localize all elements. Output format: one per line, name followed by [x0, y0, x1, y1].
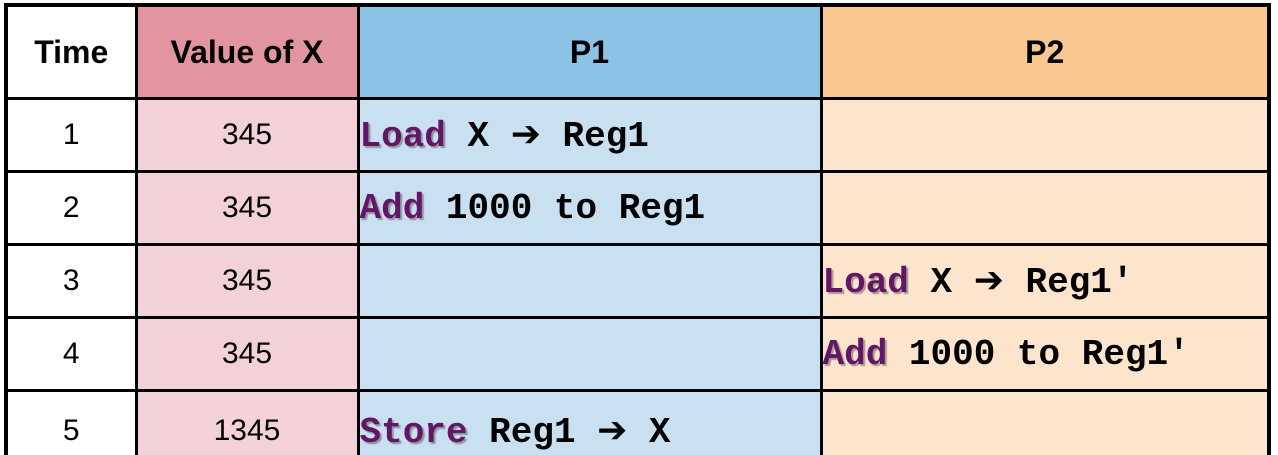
instruction-text: 1000 to Reg1: [424, 187, 706, 229]
p2-instruction-cell: Add 1000 to Reg1': [819, 316, 1271, 392]
p1-instruction-cell: [356, 316, 823, 392]
p2-instruction-cell: [819, 389, 1271, 455]
x-value-cell: 345: [134, 316, 360, 392]
value-of-x-header-cell: Value of X: [134, 3, 360, 100]
p2-instruction-cell: [819, 170, 1271, 246]
instruction-keyword: Load: [822, 261, 909, 303]
x-value-cell: 1345: [134, 389, 360, 455]
instruction-text: X ➔ Reg1': [908, 261, 1134, 303]
x-value-cell: 345: [134, 97, 360, 173]
p1-instruction-cell: [356, 243, 823, 319]
p1-header-cell: P1: [356, 3, 823, 100]
table-row: 1 345 Load X ➔ Reg1: [4, 97, 1271, 173]
instruction-keyword: Store: [359, 411, 468, 453]
table-row: 3 345 Load X ➔ Reg1': [4, 243, 1271, 319]
time-header-cell: Time: [4, 3, 138, 100]
p1-instruction-cell: Load X ➔ Reg1: [356, 97, 823, 173]
instruction-text: X ➔ Reg1: [445, 115, 649, 157]
x-value-cell: 345: [134, 243, 360, 319]
instruction-keyword: Add: [822, 333, 888, 375]
x-value-cell: 345: [134, 170, 360, 246]
instruction-text: Reg1 ➔ X: [467, 411, 671, 453]
time-cell: 5: [4, 389, 138, 455]
instruction-keyword: Load: [359, 115, 446, 157]
instruction-text: 1000 to Reg1': [887, 333, 1190, 375]
race-condition-table: Time Value of X P1 P2 1 345 Load X ➔ Reg…: [4, 3, 1271, 455]
table-row: 5 1345 Store Reg1 ➔ X: [4, 389, 1271, 455]
time-cell: 1: [4, 97, 138, 173]
p1-instruction-cell: Store Reg1 ➔ X: [356, 389, 823, 455]
p1-instruction-cell: Add 1000 to Reg1: [356, 170, 823, 246]
time-cell: 4: [4, 316, 138, 392]
time-cell: 3: [4, 243, 138, 319]
instruction-keyword: Add: [359, 187, 425, 229]
time-cell: 2: [4, 170, 138, 246]
table-row: 2 345 Add 1000 to Reg1: [4, 170, 1271, 246]
p2-instruction-cell: Load X ➔ Reg1': [819, 243, 1271, 319]
p2-instruction-cell: [819, 97, 1271, 173]
header-row: Time Value of X P1 P2: [4, 3, 1271, 100]
p2-header-cell: P2: [819, 3, 1271, 100]
table-row: 4 345 Add 1000 to Reg1': [4, 316, 1271, 392]
